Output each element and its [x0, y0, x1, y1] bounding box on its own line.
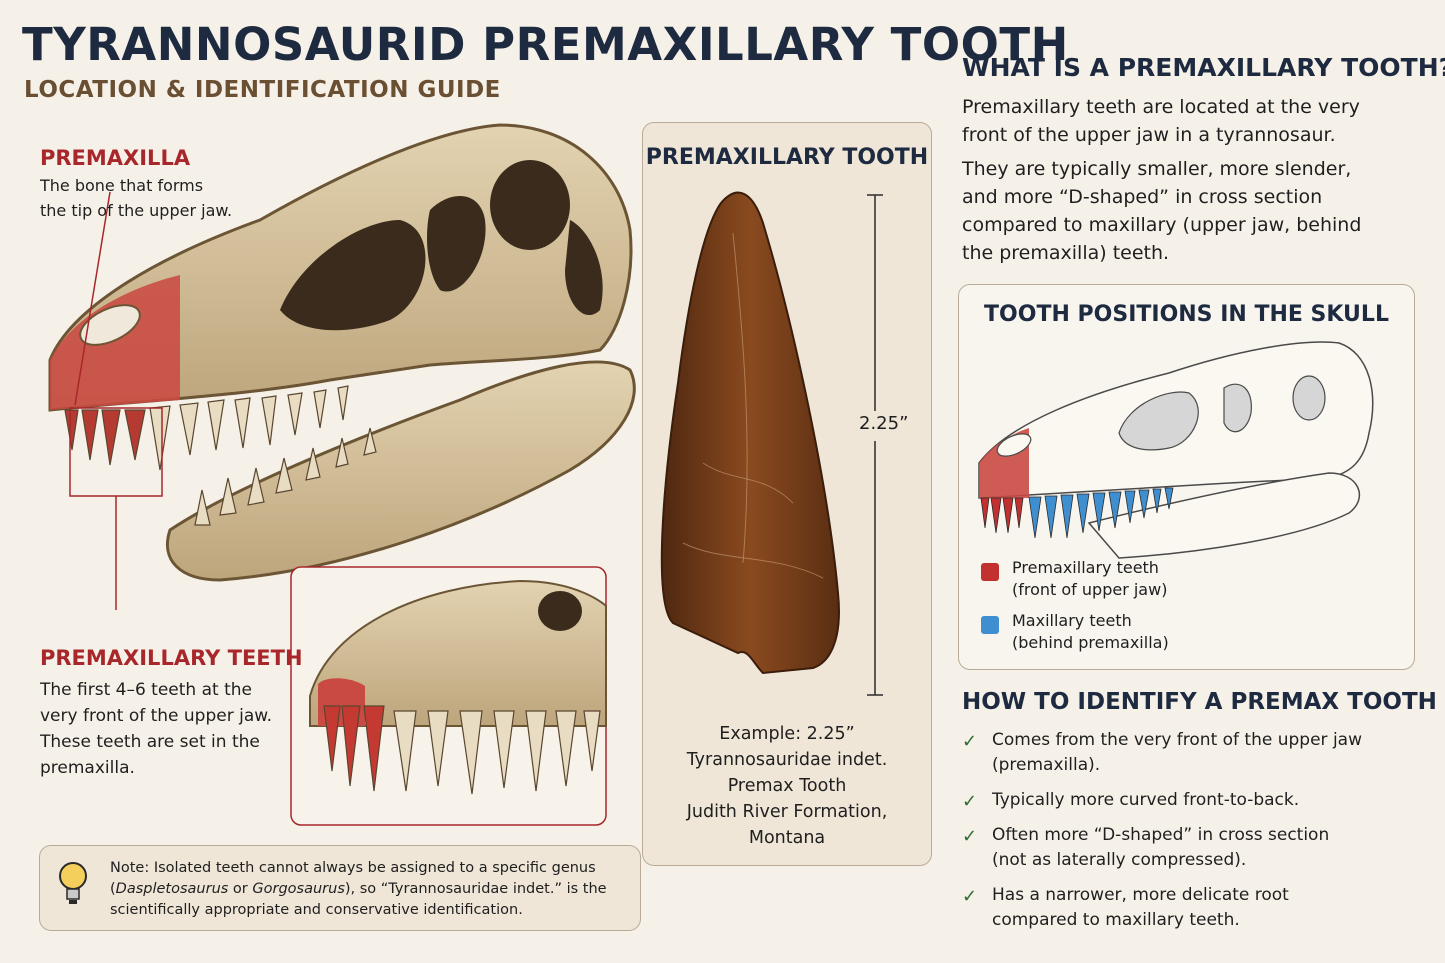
genus-daspletosaurus: Daspletosaurus [115, 881, 229, 897]
tooth-positions-card: TOOTH POSITIONS IN THE SKULL Premaxillar… [958, 284, 1415, 670]
nostril [79, 304, 141, 346]
item-line: Typically more curved front-to-back. [992, 790, 1300, 810]
caption-line: Montana [748, 828, 826, 848]
note-paren: ( [110, 881, 116, 897]
maxillary-legend-swatch [981, 616, 999, 634]
identify-heading: HOW TO IDENTIFY A PREMAX TOOTH [962, 689, 1437, 715]
tooth-shape [660, 191, 840, 675]
positions-heading: TOOTH POSITIONS IN THE SKULL [984, 302, 1389, 327]
premaxilla-heading: PREMAXILLA [40, 146, 191, 170]
caption-line: Example: 2.25” [719, 724, 855, 744]
legend-label: Maxillary teeth [1012, 611, 1132, 630]
what-is-line: compared to maxillary (upper jaw, behind [962, 214, 1362, 236]
premaxilla-description: The bone that forms the tip of the upper… [40, 173, 232, 223]
what-is-text: Premaxillary teeth are located at the ve… [962, 93, 1432, 267]
tooth-card-heading: PREMAXILLARY TOOTH [645, 145, 929, 170]
page-title: TYRANNOSAURID PREMAXILLARY TOOTH [22, 18, 1069, 71]
note-box: Note: Isolated teeth cannot always be as… [39, 845, 641, 931]
antorbital-fenestra [280, 220, 426, 331]
caption-line: Premax Tooth [727, 776, 847, 796]
positions-skull-diagram [978, 341, 1374, 559]
caption-line: Tyrannosauridae indet. [686, 750, 888, 770]
item-line: Has a narrower, more delicate root [992, 885, 1289, 905]
premaxilla-callout-line [74, 191, 111, 406]
premax-teeth-line: The first 4–6 teeth at the [40, 680, 252, 700]
checkmark-icon: ✓ [962, 791, 978, 812]
note-line: Note: Isolated teeth cannot always be as… [110, 860, 596, 876]
item-line: Comes from the very front of the upper j… [992, 730, 1362, 750]
what-is-line: and more “D-shaped” in cross section [962, 186, 1323, 208]
lower-teeth [194, 427, 377, 526]
premaxilla-desc-line: The bone that forms [40, 176, 204, 195]
what-is-line: Premaxillary teeth are located at the ve… [962, 96, 1360, 118]
genus-gorgosaurus: Gorgosaurus [252, 881, 345, 897]
checkmark-icon: ✓ [962, 826, 978, 847]
premax-teeth-line: very front of the upper jaw. [40, 706, 273, 726]
note-text: Note: Isolated teeth cannot always be as… [110, 858, 635, 921]
page-subtitle: LOCATION & IDENTIFICATION GUIDE [24, 77, 501, 103]
premax-teeth-description: The first 4–6 teeth at the very front of… [40, 677, 272, 781]
lower-jaw [166, 360, 636, 582]
measurement-label: 2.25” [859, 413, 909, 434]
note-rest: ), so “Tyrannosauridae indet.” is the [344, 881, 607, 897]
item-line: (premaxilla). [992, 755, 1101, 775]
premax-teeth-heading: PREMAXILLARY TEETH [40, 646, 303, 670]
premaxilla-highlight [50, 275, 180, 410]
upper-teeth [64, 385, 349, 471]
premax-teeth-line: premaxilla. [40, 758, 135, 778]
checkmark-icon: ✓ [962, 886, 978, 907]
what-is-heading: WHAT IS A PREMAXILLARY TOOTH? [962, 53, 1445, 82]
premax-legend-swatch [981, 563, 999, 581]
note-line: scientifically appropriate and conservat… [110, 902, 523, 918]
legend-sub: (behind premaxilla) [1012, 633, 1169, 652]
premaxilla-desc-line: the tip of the upper jaw. [40, 201, 233, 220]
item-line: Often more “D-shaped” in cross section [992, 825, 1330, 845]
item-line: compared to maxillary teeth. [992, 910, 1240, 930]
lightbulb-icon [59, 862, 87, 904]
list-item: ✓ Often more “D-shaped” in cross section (… [962, 823, 1432, 873]
maxillary-legend-label: Maxillary teeth (behind premaxilla) [1012, 610, 1169, 654]
what-is-line: the premaxilla) teeth. [962, 242, 1170, 264]
list-item: ✓ Typically more curved front-to-back. [962, 788, 1432, 813]
legend-sub: (front of upper jaw) [1012, 580, 1168, 599]
premax-legend-label: Premaxillary teeth (front of upper jaw) [1012, 557, 1167, 601]
note-line: (Daspletosaurus or Gorgosaurus), so “Tyr… [110, 879, 635, 900]
orbit-opening [490, 160, 570, 250]
item-line: (not as laterally compressed). [992, 850, 1247, 870]
what-is-line: front of the upper jaw in a tyrannosaur. [962, 124, 1336, 146]
note-or: or [228, 881, 253, 897]
caption-line: Judith River Formation, [686, 802, 888, 822]
legend-label: Premaxillary teeth [1012, 558, 1159, 577]
skull-illustration [48, 123, 636, 610]
tooth-caption: Example: 2.25” Tyrannosauridae indet. Pr… [643, 721, 931, 851]
list-item: ✓ Comes from the very front of the upper … [962, 728, 1432, 778]
list-item: ✓ Has a narrower, more delicate root compa… [962, 883, 1432, 933]
teeth-callout-line [115, 496, 117, 610]
identify-list: ✓ Comes from the very front of the upper … [962, 728, 1432, 943]
tooth-photo [660, 191, 917, 696]
checkmark-icon: ✓ [962, 731, 978, 752]
tooth-card: PREMAXILLARY TOOTH 2.25” Example: 2.25” … [642, 122, 932, 866]
zoom-inset [290, 566, 607, 826]
premax-teeth-line: These teeth are set in the [40, 732, 260, 752]
what-is-line: They are typically smaller, more slender… [962, 158, 1352, 180]
